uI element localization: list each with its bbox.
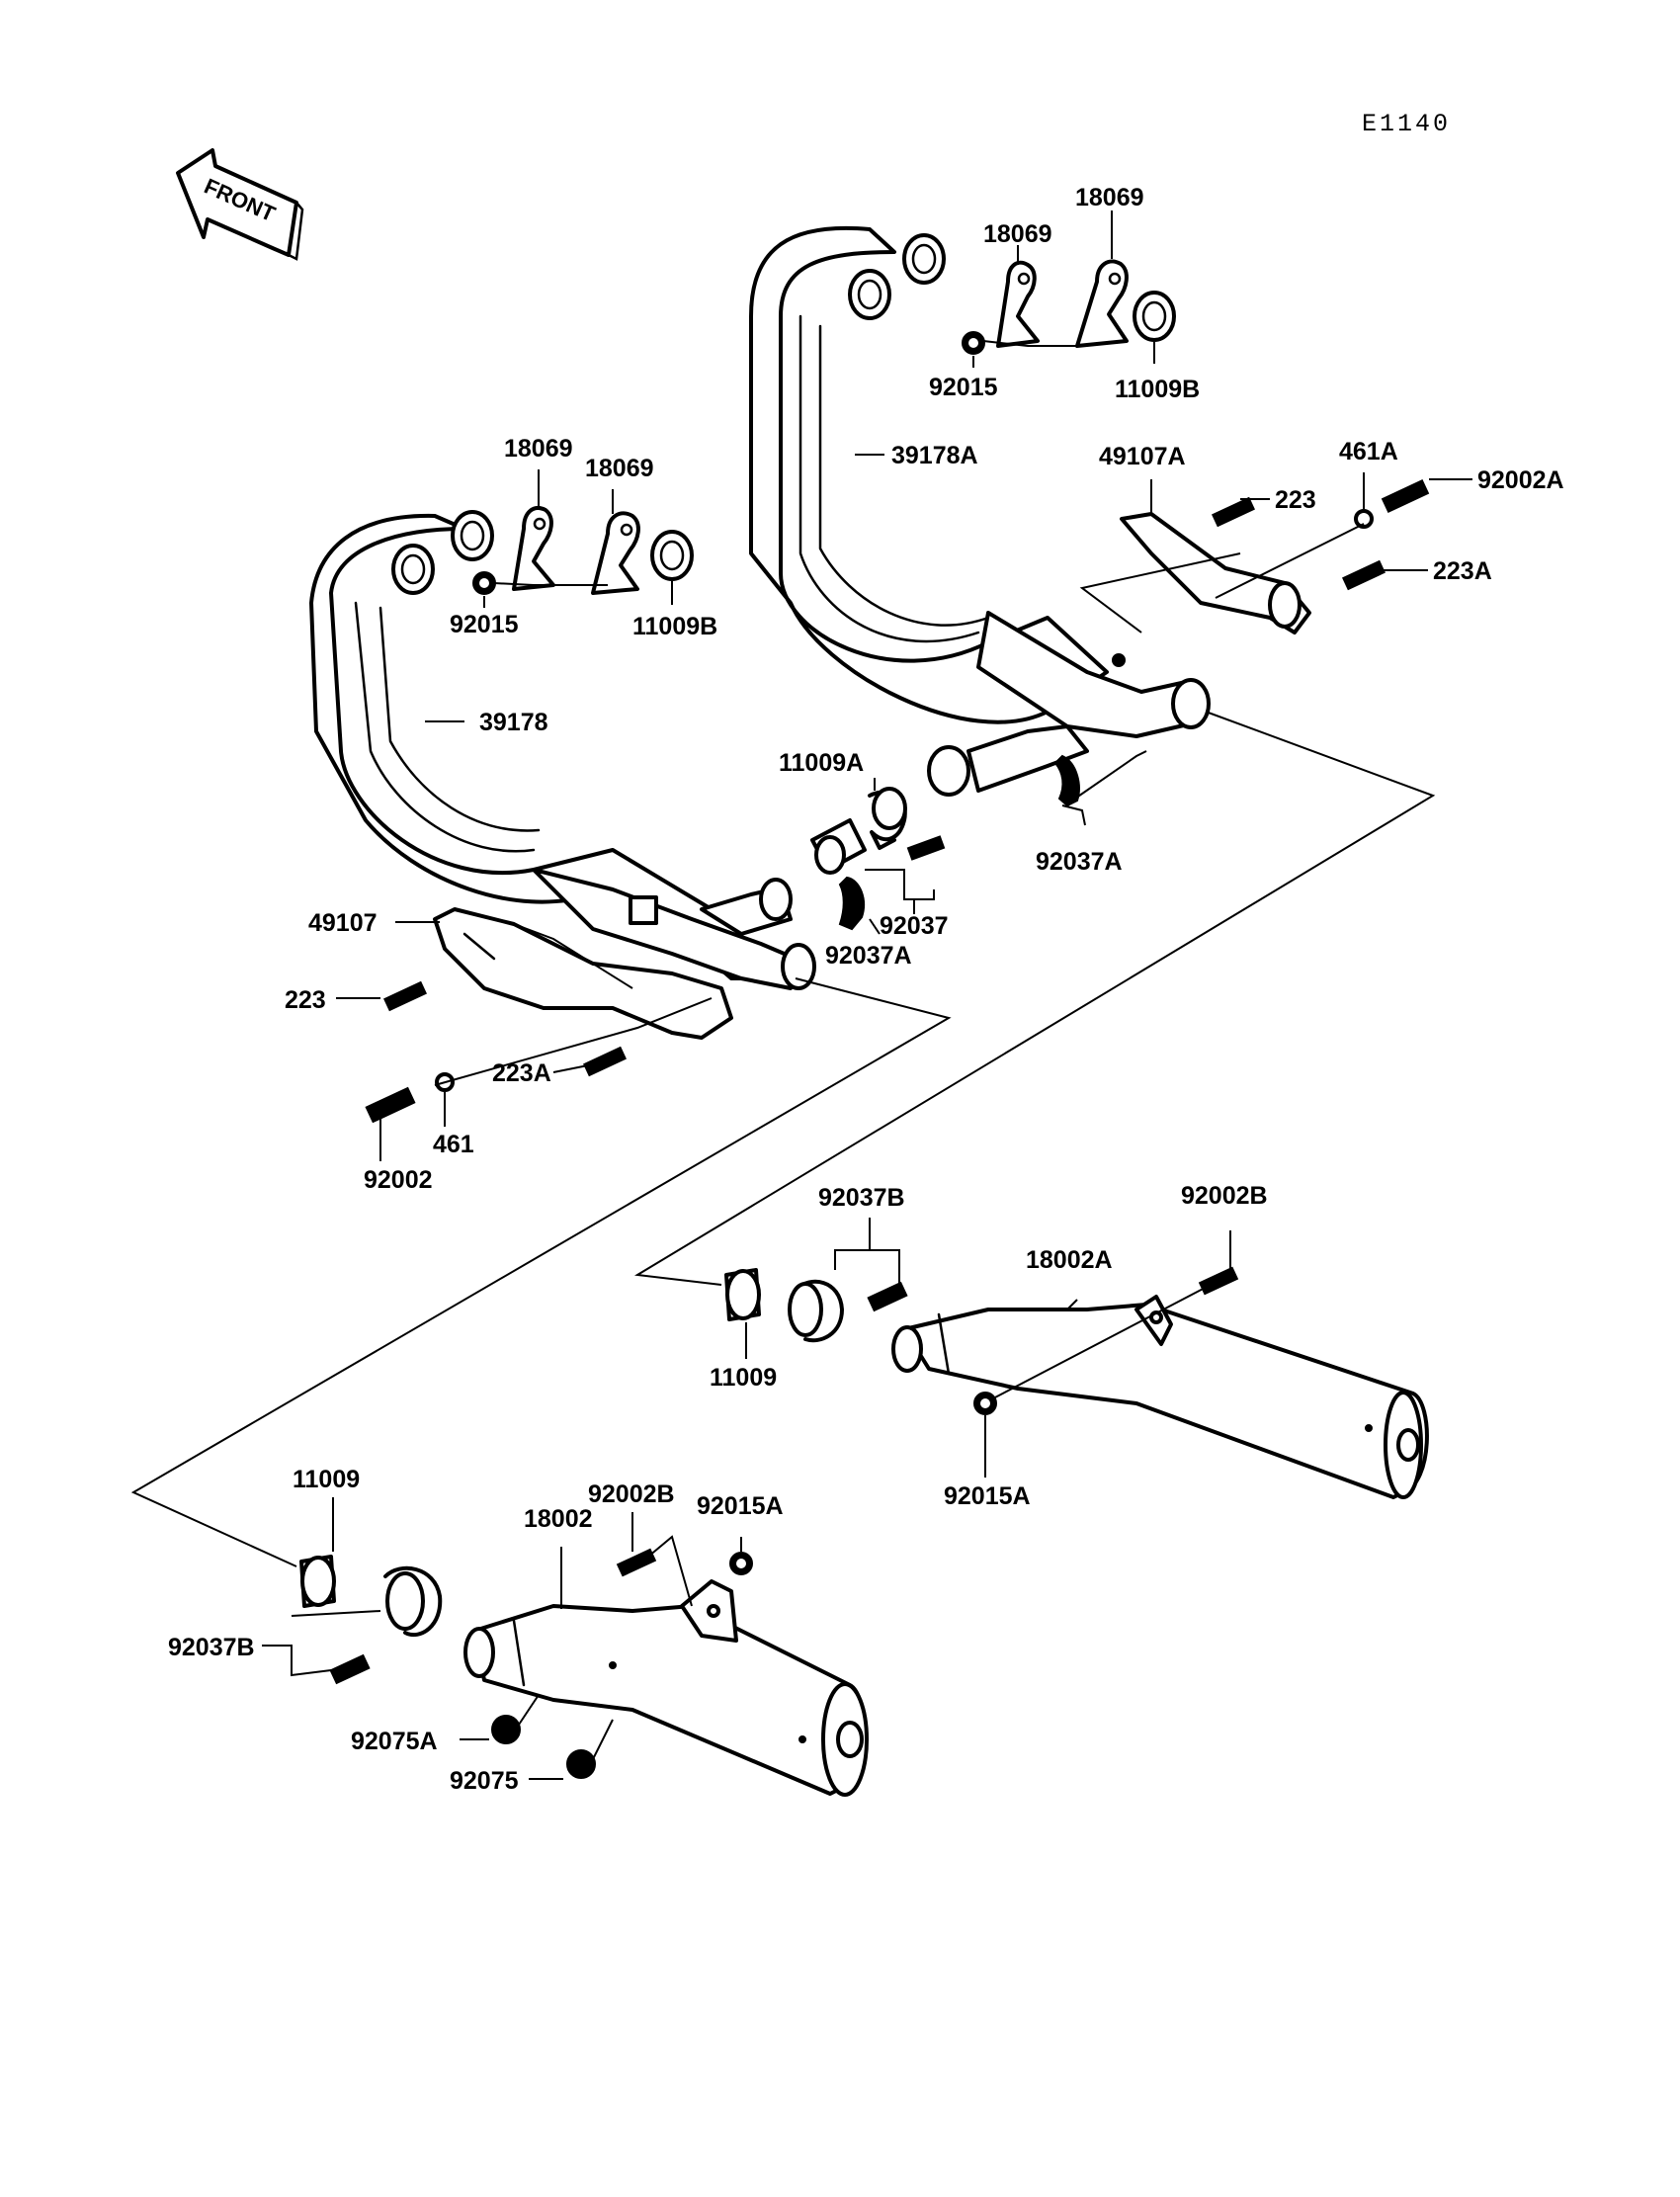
leader-lines <box>130 211 1472 1780</box>
bolt-92002b-right-icon <box>1198 1266 1239 1296</box>
label-11009b-right: 11009B <box>1115 376 1200 403</box>
muffler-18002a <box>891 1295 1429 1499</box>
bracket-49107a <box>1120 512 1311 634</box>
label-92002: 92002 <box>364 1166 433 1194</box>
label-49107a: 49107A <box>1099 443 1186 470</box>
exhaust-pipe-39178a <box>749 225 1211 797</box>
bolt-223a-right-icon <box>1342 559 1386 591</box>
label-92037b-right: 92037B <box>818 1184 905 1212</box>
front-arrow-icon: FRONT <box>176 148 304 261</box>
label-39178a: 39178A <box>891 442 978 469</box>
clamp-92037b-right <box>788 1279 908 1343</box>
label-461a: 461A <box>1339 438 1398 465</box>
clamp-92037 <box>868 787 946 861</box>
label-92015a-left: 92015A <box>697 1492 784 1520</box>
exhaust-pipe-39178 <box>309 510 816 990</box>
label-92037: 92037 <box>880 912 949 940</box>
label-92015-right: 92015 <box>929 374 998 401</box>
damper-92075a-icon <box>491 1715 521 1744</box>
label-18069-left-2: 18069 <box>585 455 654 482</box>
figure-code: E1140 <box>1362 110 1451 138</box>
label-18069-left-1: 18069 <box>504 435 573 463</box>
label-223a-left: 223A <box>492 1059 551 1087</box>
gasket-11009b-right <box>1133 291 1176 342</box>
nut-92015-right-icon <box>962 331 985 355</box>
gasket-11009-left <box>299 1555 336 1608</box>
label-92037b-left: 92037B <box>168 1634 255 1661</box>
clamp-half-92037a-left <box>838 876 866 931</box>
label-92075: 92075 <box>450 1767 519 1795</box>
label-92002b-left: 92002B <box>588 1480 675 1508</box>
gasket-11009a <box>810 818 867 875</box>
bolt-92002b-left-icon <box>616 1548 657 1577</box>
bolt-223a-left-icon <box>583 1046 627 1077</box>
clamp-half-92037a-right <box>1053 754 1080 807</box>
nut-92015a-right-icon <box>973 1392 997 1415</box>
bolt-223-right-icon <box>1212 496 1255 528</box>
part-labels: 18069 18069 92015 11009B 39178A 49107A 2… <box>168 184 1564 1795</box>
label-11009a: 11009A <box>779 749 864 777</box>
flange-18069-right-2 <box>1075 259 1129 348</box>
label-92015-left: 92015 <box>450 611 519 638</box>
label-11009-left: 11009 <box>293 1466 360 1493</box>
label-223a-right: 223A <box>1433 557 1492 585</box>
label-92015a-right: 92015A <box>944 1482 1031 1510</box>
bolt-223-left-icon <box>383 980 427 1012</box>
label-92002b-right: 92002B <box>1181 1182 1268 1210</box>
label-18002a: 18002A <box>1026 1246 1113 1274</box>
label-223-right: 223 <box>1275 486 1316 514</box>
gasket-11009-right <box>724 1268 761 1321</box>
label-92075a: 92075A <box>351 1728 438 1755</box>
washer-461a-icon <box>1354 509 1374 529</box>
label-18069-right-1: 18069 <box>983 220 1052 248</box>
clamp-92037b-left <box>329 1565 443 1685</box>
muffler-18002 <box>463 1579 869 1797</box>
bracket-49107 <box>433 907 733 1040</box>
label-92037a-right: 92037A <box>1036 848 1123 876</box>
label-223-left: 223 <box>285 986 326 1014</box>
label-18002: 18002 <box>524 1505 593 1533</box>
nut-92015a-left-icon <box>729 1552 753 1575</box>
bolt-92002a-icon <box>1381 479 1430 513</box>
label-92002a: 92002A <box>1477 466 1564 494</box>
label-18069-right-2: 18069 <box>1075 184 1144 211</box>
label-11009-right: 11009 <box>710 1364 777 1392</box>
label-461: 461 <box>433 1131 474 1158</box>
damper-92075-icon <box>566 1749 596 1779</box>
flange-18069-left-1 <box>512 506 555 591</box>
bolt-92002-icon <box>365 1086 416 1124</box>
flange-18069-right-1 <box>996 260 1040 348</box>
label-92037a-mid: 92037A <box>825 942 912 970</box>
label-11009b-left: 11009B <box>632 613 717 640</box>
flange-18069-left-2 <box>591 511 640 595</box>
nut-92015-left-icon <box>472 571 496 595</box>
label-49107: 49107 <box>308 909 378 937</box>
gasket-11009b-left <box>650 530 694 581</box>
label-39178: 39178 <box>479 709 548 736</box>
